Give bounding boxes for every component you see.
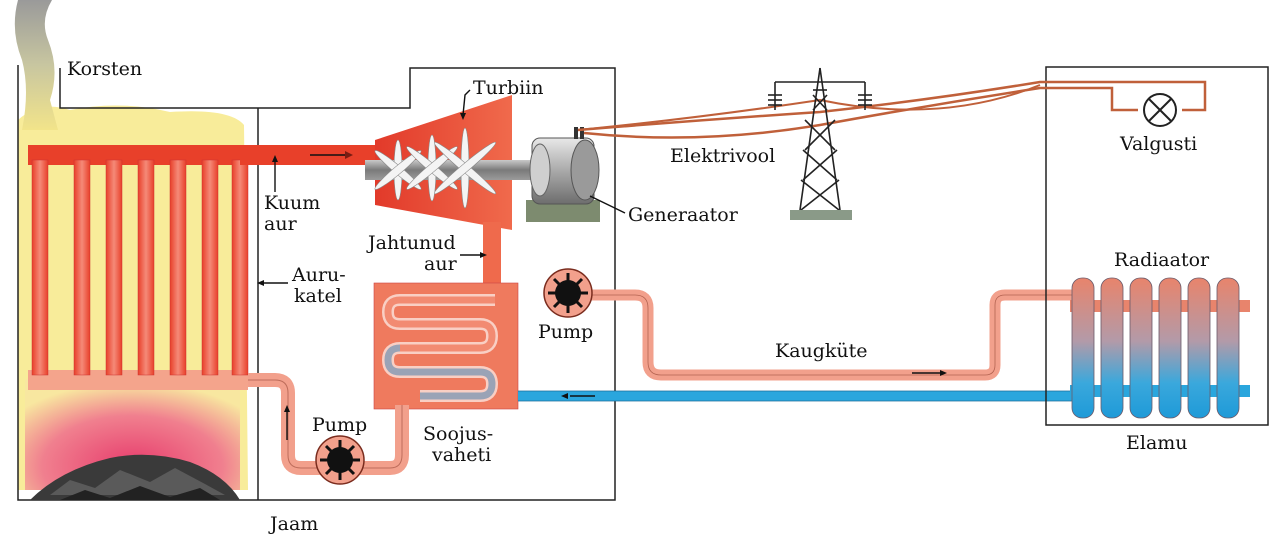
- heat-exchanger: [373, 282, 519, 410]
- cooled-steam-pipe: [483, 222, 501, 287]
- boiler-tubes: [31, 159, 249, 376]
- power-wires: [577, 80, 1207, 139]
- pylon-base: [790, 210, 852, 220]
- label-generator: Generaator: [628, 204, 739, 226]
- labels: Korsten Turbiin Kuum aur Generaator Elek…: [67, 58, 1210, 535]
- label-pointers: [257, 89, 626, 440]
- radiator: [1070, 277, 1250, 419]
- label-pump-top: Pump: [538, 321, 593, 343]
- label-heat-exchanger-2: vaheti: [431, 444, 491, 466]
- pump-top: [543, 268, 593, 318]
- house-frame: [1045, 66, 1269, 426]
- district-heating-supply: [560, 289, 1080, 381]
- label-pump-bottom: Pump: [312, 414, 367, 436]
- label-cooled-steam-2: aur: [424, 253, 458, 275]
- label-electric-current: Elektrivool: [670, 145, 775, 167]
- feedwater-loop: [248, 373, 409, 475]
- label-chimney: Korsten: [67, 58, 142, 80]
- boiler: [28, 145, 249, 390]
- label-house: Elamu: [1126, 432, 1188, 454]
- hot-steam-pipe: [240, 145, 385, 165]
- turbine: [365, 95, 540, 230]
- label-station: Jaam: [268, 513, 318, 535]
- label-heat-exchanger-1: Soojus-: [423, 423, 493, 445]
- power-pylon: [768, 67, 872, 211]
- lamp-icon: [1143, 93, 1177, 127]
- label-boiler-1: Auru-: [291, 264, 346, 286]
- label-cooled-steam-1: Jahtunud: [366, 232, 456, 254]
- district-heating-return: [518, 390, 1078, 402]
- turbine-blades: [374, 127, 497, 209]
- label-hot-steam-1: Kuum: [264, 192, 320, 214]
- label-turbine: Turbiin: [473, 77, 544, 99]
- label-hot-steam-2: aur: [264, 213, 298, 235]
- label-boiler-2: katel: [294, 285, 342, 307]
- smoke: [14, 0, 58, 130]
- coal-pile: [30, 454, 240, 500]
- pump-bottom: [315, 435, 365, 485]
- label-district-heating: Kaugküte: [775, 340, 868, 362]
- label-radiator: Radiaator: [1114, 249, 1210, 271]
- label-lamp: Valgusti: [1119, 133, 1197, 155]
- generator: [526, 127, 600, 222]
